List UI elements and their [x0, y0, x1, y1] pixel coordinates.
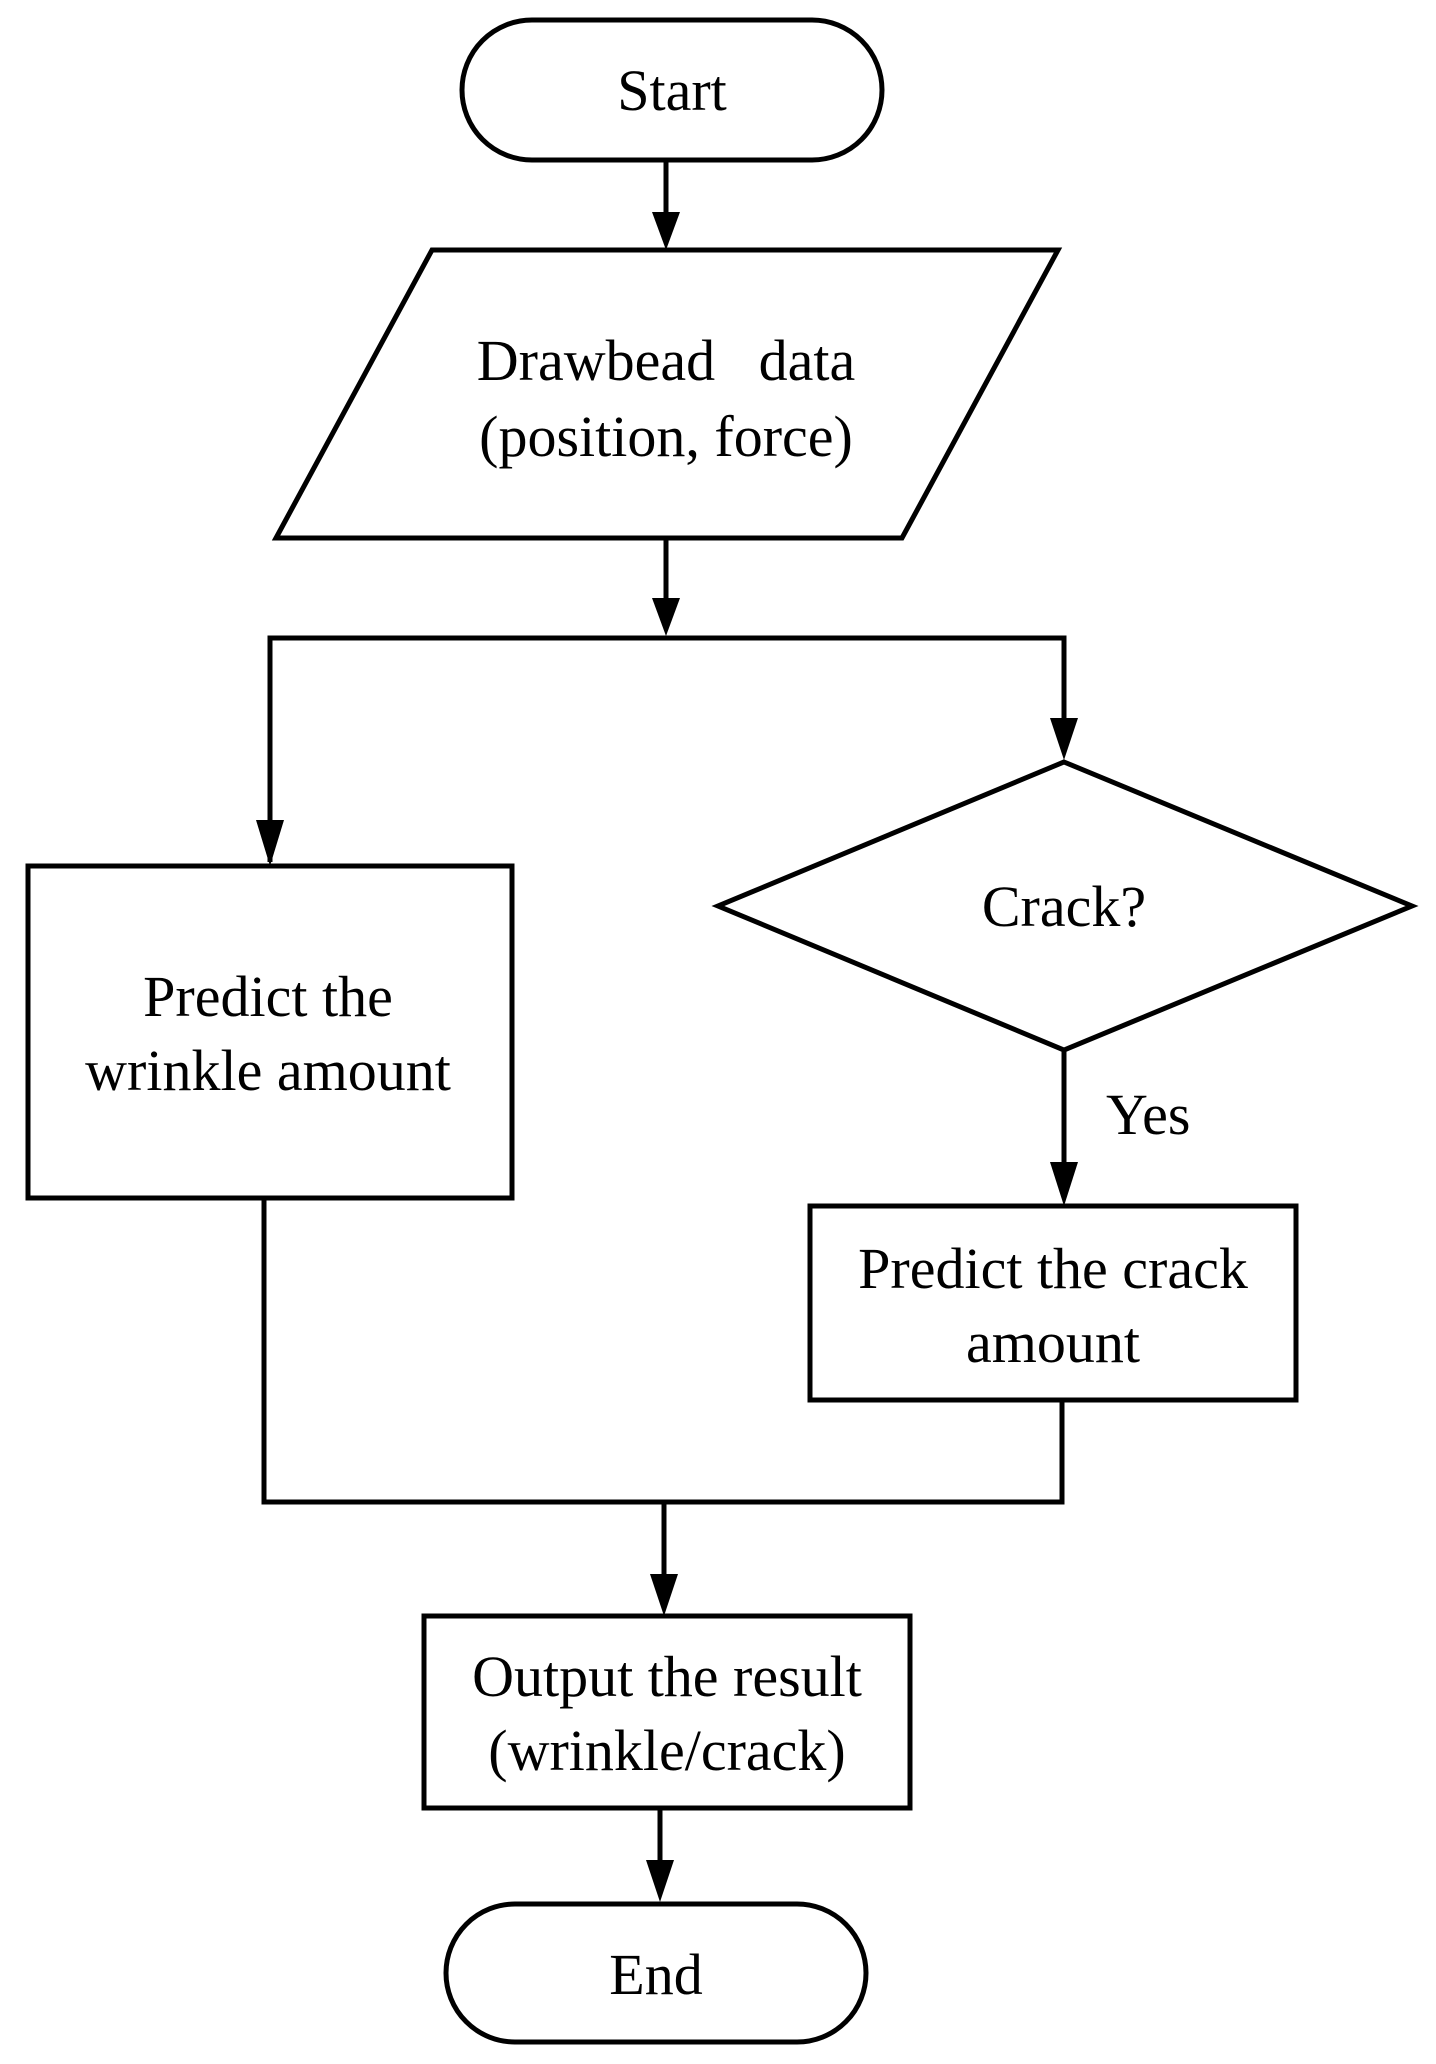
arrowhead-output [650, 1574, 678, 1616]
output-result-box [421, 1613, 913, 1811]
predict-crack-box [807, 1203, 1299, 1403]
start-terminator [459, 17, 885, 163]
predict-wrinkle-label-line1: Predict the [143, 964, 393, 1029]
predict-wrinkle-label-line2: wrinkle amount [85, 1038, 451, 1103]
output-label-line1: Output the result [472, 1644, 862, 1709]
arrowhead-decision [1050, 718, 1078, 760]
yes-label: Yes [1106, 1082, 1190, 1147]
end-terminator [443, 1901, 869, 2045]
input-parallelogram [271, 247, 1063, 541]
arrowhead-wrinkle [256, 820, 284, 866]
crack-decision-label: Crack? [982, 874, 1146, 939]
output-label-line2: (wrinkle/crack) [488, 1718, 845, 1783]
input-label-line1: Drawbead data [477, 328, 855, 393]
arrowhead-split [652, 598, 680, 636]
predict-crack-label-line2: amount [966, 1310, 1140, 1375]
predict-wrinkle-box [25, 863, 515, 1201]
predict-crack-label-line1: Predict the crack [858, 1236, 1248, 1301]
connector-split [267, 635, 1067, 862]
arrowhead-end [646, 1860, 674, 1902]
arrowhead-crack [1050, 1162, 1078, 1206]
end-label: End [609, 1942, 702, 2007]
start-label: Start [617, 58, 727, 123]
arrowhead-input [652, 212, 680, 250]
input-label-line2: (position, force) [479, 404, 853, 469]
